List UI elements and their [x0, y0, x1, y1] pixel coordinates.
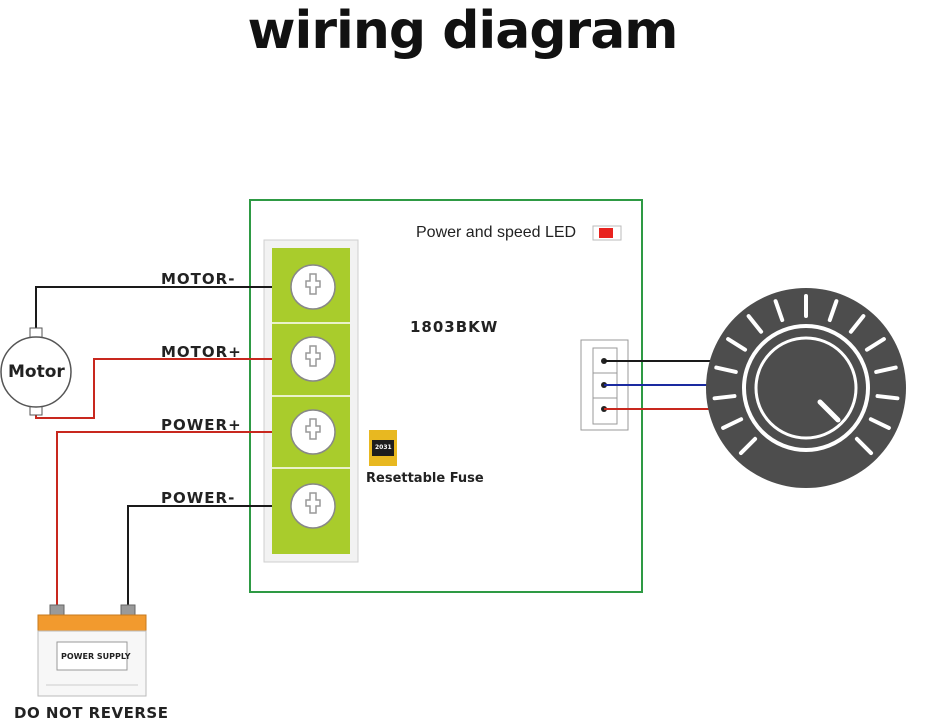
power-supply-label: POWER SUPPLY [61, 652, 131, 661]
led-indicator [592, 225, 622, 241]
knob-tick [848, 314, 866, 334]
knob-tick [854, 436, 874, 456]
motor-label: Motor [8, 362, 65, 382]
knob-tick [864, 337, 886, 352]
terminal-label-power-positive: POWER+ [161, 416, 242, 434]
knob-tick [712, 394, 737, 401]
knob-tick [874, 365, 898, 374]
speed-knob[interactable] [706, 288, 906, 488]
knob-tick [827, 299, 839, 323]
wire-power-negative [127, 505, 272, 612]
knob-tick [746, 314, 764, 334]
knob-tick [714, 365, 738, 374]
knob-tick [868, 417, 891, 430]
wire-motor-negative [35, 286, 272, 335]
knob-tick [875, 394, 900, 401]
knob-pointer [817, 399, 841, 423]
terminal-label-motor-positive: MOTOR+ [161, 343, 242, 361]
do-not-reverse-warning: DO NOT REVERSE [14, 704, 169, 722]
power-supply-battery [37, 604, 147, 697]
knob-tick [726, 337, 748, 352]
fuse-label: Resettable Fuse [366, 471, 484, 486]
terminal-block [263, 239, 359, 563]
knob-tick [721, 417, 744, 430]
knob-tick [738, 436, 758, 456]
resettable-fuse [369, 430, 397, 466]
knob-tick [773, 299, 785, 323]
motor [0, 327, 72, 416]
knob-ticks [712, 294, 900, 456]
screw-icon [290, 409, 336, 455]
wire-power-positive [56, 431, 272, 612]
led-label: Power and speed LED [416, 224, 577, 241]
screw-icon [290, 336, 336, 382]
screw-icon [290, 483, 336, 529]
page-title: wiring diagram [247, 1, 679, 61]
board-model: 1803BKW [410, 318, 499, 336]
terminal-label-motor-negative: MOTOR- [161, 270, 236, 288]
screw-icon [290, 264, 336, 310]
terminal-label-power-negative: POWER- [161, 489, 236, 507]
fuse-code: 2031 [375, 444, 392, 451]
